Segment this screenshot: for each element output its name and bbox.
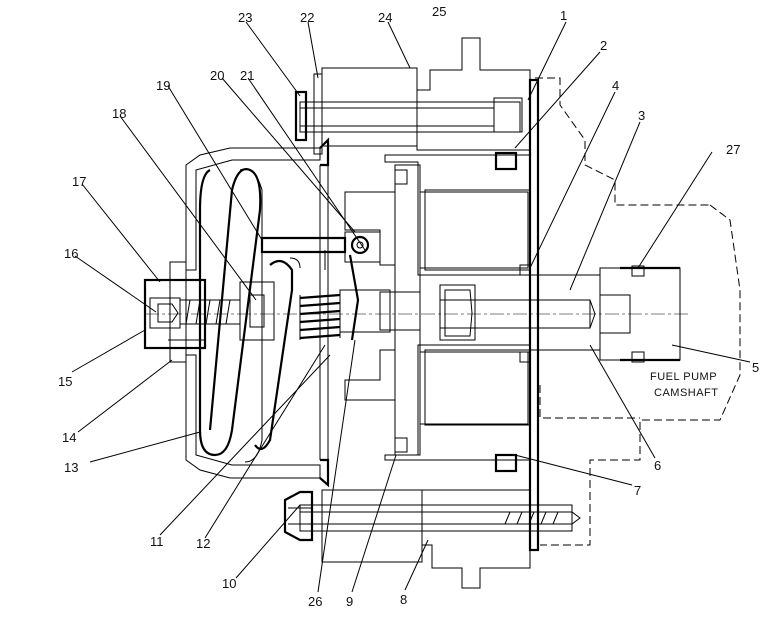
callout-23: 23 xyxy=(238,10,252,25)
governor-springs xyxy=(198,168,341,463)
callout-1: 1 xyxy=(560,8,567,23)
fuel-pump-caption: FUEL PUMP CAMSHAFT xyxy=(650,371,719,399)
callout-27: 27 xyxy=(726,142,740,157)
callout-17: 17 xyxy=(72,174,86,189)
callout-8: 8 xyxy=(400,592,407,607)
callout-16: 16 xyxy=(64,246,78,261)
leader-lines xyxy=(71,21,751,593)
callout-5: 5 xyxy=(752,360,759,375)
callout-18: 18 xyxy=(112,106,126,121)
callout-2: 2 xyxy=(600,38,607,53)
callout-22: 22 xyxy=(300,10,314,25)
callout-14: 14 xyxy=(62,430,76,445)
callout-21: 21 xyxy=(240,68,254,83)
fuel-pump-outline xyxy=(535,77,741,546)
callout-3: 3 xyxy=(638,108,645,123)
callout-10: 10 xyxy=(222,576,236,591)
caption-line-2: CAMSHAFT xyxy=(654,387,719,399)
adjusting-screw xyxy=(143,261,241,363)
callout-24: 24 xyxy=(378,10,392,25)
governor-weights xyxy=(260,191,421,401)
callout-11: 11 xyxy=(150,534,164,549)
callout-6: 6 xyxy=(654,458,661,473)
callout-15: 15 xyxy=(58,374,72,389)
caption-line-1: FUEL PUMP xyxy=(650,371,717,383)
bottom-flange xyxy=(283,489,581,589)
o-ring-seals xyxy=(494,151,645,473)
callout-25: 25 xyxy=(432,4,446,19)
inner-spring-coils xyxy=(299,292,341,340)
callout-20: 20 xyxy=(210,68,224,83)
callout-9: 9 xyxy=(346,594,353,609)
callout-12: 12 xyxy=(196,536,210,551)
callout-7: 7 xyxy=(634,483,641,498)
callout-26: 26 xyxy=(308,594,322,609)
callout-13: 13 xyxy=(64,460,78,475)
callout-4: 4 xyxy=(612,78,619,93)
top-flange xyxy=(294,37,531,155)
callout-labels: 1 2 3 4 5 6 7 8 9 10 11 12 13 14 15 16 1… xyxy=(58,4,759,609)
callout-19: 19 xyxy=(156,78,170,93)
